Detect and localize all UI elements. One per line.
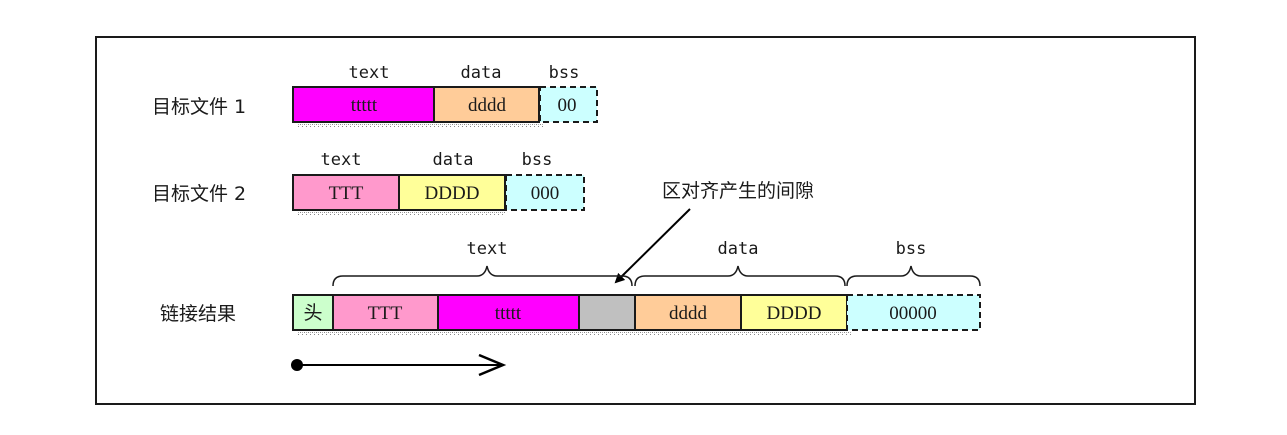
obj1-data-value: dddd — [468, 95, 507, 116]
alignment-gap-label: 区对齐产生的间隙 — [662, 180, 814, 202]
obj1-shadow — [297, 123, 543, 128]
diagram-frame — [95, 36, 1196, 405]
obj1-data-section-name: data — [461, 63, 502, 83]
obj1-bss-block — [539, 86, 598, 123]
link-result-row: 链接结果 text data bss 头 TTT ttttt dddd DDDD… — [160, 239, 981, 336]
bss-section-brace — [846, 265, 981, 287]
linked-shadow — [297, 331, 852, 336]
linked-bss-value: 00000 — [889, 303, 937, 324]
linked-text-section-name: text — [467, 239, 508, 259]
obj2-data-value: DDDD — [425, 183, 480, 204]
text-section-brace — [332, 265, 633, 287]
linked-text1-value: TTT — [368, 303, 403, 324]
obj1-data-block — [433, 86, 540, 123]
obj2-bss-section-name: bss — [522, 150, 553, 170]
object-file-1-label: 目标文件 1 — [152, 96, 246, 118]
alignment-gap-annotation: 区对齐产生的间隙 — [614, 180, 814, 284]
obj2-shadow — [297, 211, 506, 216]
obj2-data-block — [398, 174, 506, 211]
alignment-gap-arrow — [614, 208, 691, 284]
arrow-head-icon — [478, 353, 507, 377]
object-file-1-row: 目标文件 1 text data bss ttttt dddd 00 — [152, 63, 598, 128]
data-section-brace — [634, 265, 846, 287]
obj2-bss-value: 000 — [531, 183, 560, 204]
obj2-data-section-name: data — [433, 150, 474, 170]
linked-text2-value: ttttt — [495, 303, 522, 324]
obj2-text-block — [292, 174, 400, 211]
linked-data1-value: dddd — [669, 303, 708, 324]
obj1-bss-value: 00 — [558, 95, 577, 116]
obj1-text-section-name: text — [349, 63, 390, 83]
obj2-bss-block — [505, 174, 585, 211]
link-result-label: 链接结果 — [160, 303, 236, 325]
linked-header-value: 头 — [303, 302, 322, 324]
obj1-text-value: ttttt — [351, 95, 378, 116]
linked-data2-block — [740, 294, 848, 331]
linked-bss-block — [846, 294, 981, 331]
object-file-2-label: 目标文件 2 — [152, 183, 246, 205]
linked-data-section-name: data — [718, 239, 759, 259]
linked-alignment-gap-block — [578, 294, 636, 331]
obj1-bss-section-name: bss — [549, 63, 580, 83]
obj1-text-block — [292, 86, 435, 123]
linked-bss-section-name: bss — [896, 239, 927, 259]
linked-header-block — [292, 294, 334, 331]
obj2-text-section-name: text — [321, 150, 362, 170]
obj2-text-value: TTT — [329, 183, 364, 204]
linked-text2-block — [437, 294, 580, 331]
linked-data2-value: DDDD — [767, 303, 822, 324]
address-direction-arrow — [291, 353, 507, 377]
object-file-2-row: 目标文件 2 text data bss TTT DDDD 000 — [152, 150, 585, 216]
